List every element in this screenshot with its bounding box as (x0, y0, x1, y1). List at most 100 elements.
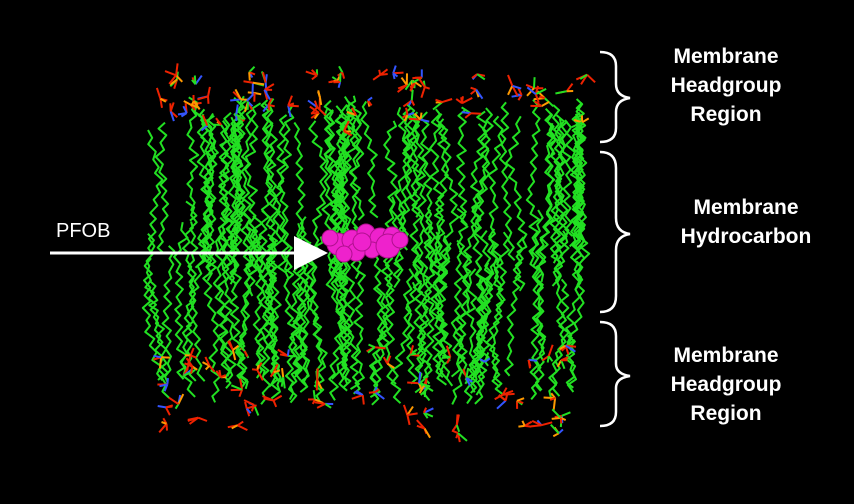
headgroup-atom-bond (560, 359, 566, 370)
lipid-tail (161, 245, 176, 384)
headgroup-atom-bond (470, 88, 477, 95)
headgroup-atom-bond (535, 88, 547, 96)
headgroup-atom-bond (324, 403, 332, 409)
headgroup-atom-bond (392, 73, 396, 80)
headgroup-atom-bond (187, 416, 199, 421)
headgroup-atom-bond (279, 376, 285, 383)
headgroup-atom-bond (277, 348, 289, 357)
headgroup-atom-bond (445, 345, 452, 358)
headgroup-atom-bond (507, 74, 514, 87)
pfob-atom-sphere (352, 232, 372, 252)
headgroup-atom-bond (541, 100, 550, 107)
headgroup-atom-bond (287, 95, 293, 106)
headgroup-atom-bond (317, 91, 321, 98)
lipid-tail (241, 108, 265, 276)
lipid-tail (301, 241, 328, 393)
headgroup-atom-bond (273, 394, 283, 402)
label-top-headgroup-region: Membrane Headgroup Region (626, 42, 826, 129)
lipid-tail (186, 96, 200, 222)
headgroup-atom-bond (220, 124, 229, 136)
lipid-tail (369, 265, 395, 398)
headgroup-atom-bond (190, 354, 197, 359)
lipid-tail (565, 224, 585, 393)
headgroup-atom-bond (409, 345, 415, 355)
lipid-tail (454, 253, 473, 385)
headgroup-atom-bond (230, 98, 241, 102)
label-line: Headgroup (670, 74, 782, 97)
label-line: Membrane (693, 196, 799, 219)
headgroup-atom-bond (286, 349, 290, 357)
headgroup-atom-bond (441, 98, 453, 104)
headgroup-atom-bond (457, 432, 468, 442)
headgroup-atom-bond (305, 70, 318, 77)
lipid-tail (141, 257, 164, 382)
headgroup-atom-bond (521, 420, 526, 427)
headgroup-atom-bond (268, 103, 275, 108)
headgroup-atom-bond (367, 346, 376, 354)
lipid-tail (530, 247, 547, 401)
lipid-tail (258, 98, 278, 274)
headgroup-atom-bond (159, 97, 167, 103)
pfob-arrow-head (294, 236, 328, 270)
headgroup-atom-bond (518, 424, 525, 428)
headgroup-atom-bond (418, 384, 426, 394)
headgroup-atom-bond (534, 93, 540, 104)
lipid-tail (416, 244, 444, 379)
lipid-tail (189, 232, 207, 382)
headgroup-atom-bond (502, 389, 514, 396)
headgroup-atom-bond (194, 75, 203, 85)
headgroup-atom-bond (547, 355, 554, 362)
headgroup-atom-bond (579, 73, 588, 80)
headgroup-atom-bond (282, 377, 286, 389)
headgroup-atom-bond (165, 404, 174, 409)
lipid-tail (253, 235, 272, 405)
lipid-tail (408, 111, 423, 291)
headgroup-atom-bond (248, 72, 251, 81)
headgroup-atom-bond (418, 382, 431, 388)
headgroup-atom-bond (484, 357, 491, 363)
headgroup-atom-bond (511, 85, 519, 97)
headgroup-atom-bond (351, 394, 364, 400)
lipid-tail (504, 115, 528, 292)
headgroup-atom-bond (243, 80, 254, 84)
pfob-atom-sphere (391, 231, 409, 249)
headgroup-atom-bond (410, 89, 414, 101)
headgroup-atom-bond (534, 85, 539, 95)
headgroup-atom-bond (361, 394, 365, 405)
headgroup-atom-bond (423, 407, 434, 414)
headgroup-atom-bond (351, 107, 357, 116)
headgroup-atom-bond (272, 363, 279, 373)
headgroup-atom-bond (526, 87, 535, 97)
lipid-tail (308, 120, 329, 259)
headgroup-atom-bond (406, 414, 411, 426)
headgroup-atom-bond (461, 111, 471, 115)
lipid-tail (334, 100, 359, 222)
headgroup-atom-bond (197, 416, 208, 422)
headgroup-atom-bond (190, 366, 194, 374)
headgroup-atom-bond (169, 102, 175, 112)
headgroup-atom-bond (169, 111, 175, 122)
lipid-tail (261, 103, 283, 253)
headgroup-atom-bond (310, 111, 319, 115)
headgroup-atom-bond (243, 399, 255, 406)
lipid-tail (538, 112, 558, 266)
headgroup-atom-bond (374, 388, 380, 393)
lipid-tail (411, 113, 427, 285)
lipid-tail (154, 121, 170, 255)
headgroup-atom-bond (396, 84, 408, 93)
headgroup-atom-bond (193, 75, 197, 85)
lipid-tail (222, 208, 237, 383)
headgroup-atom-bond (498, 394, 507, 402)
headgroup-atom-bond (586, 73, 596, 84)
lipid-tail (144, 233, 170, 399)
headgroup-atom-bond (565, 82, 574, 92)
headgroup-atom-bond (177, 393, 185, 405)
headgroup-atom-bond (314, 401, 326, 405)
headgroup-atom-bond (256, 364, 260, 371)
pfob-atom-sphere (335, 245, 353, 263)
headgroup-atom-bond (235, 104, 239, 115)
headgroup-atom-bond (215, 117, 222, 126)
lipid-tail (468, 229, 494, 394)
